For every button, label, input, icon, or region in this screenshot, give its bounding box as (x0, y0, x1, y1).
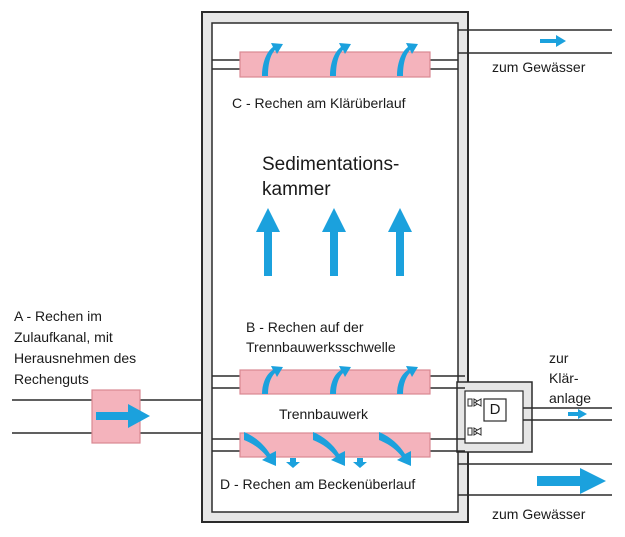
screen-b-label-line1: B - Rechen auf der (246, 319, 364, 335)
right-arrow-icon (540, 35, 566, 47)
outlet-bottom-label: zum Gewässer (492, 506, 586, 522)
plant-label-line3: anlage (549, 390, 592, 406)
outlet-top-label: zum Gewässer (492, 59, 586, 75)
throttle-chamber (456, 381, 533, 453)
up-arrow-icon (322, 208, 346, 276)
right-arrow-icon (96, 404, 150, 428)
screen-d-label: D - Rechen am Beckenüberlauf (220, 476, 416, 492)
curved-arrow-icon (313, 432, 345, 466)
up-arrow-icon (256, 208, 280, 276)
screen-a-label-line1: A - Rechen im (14, 308, 102, 324)
flow-arrows (96, 35, 606, 494)
curved-arrow-icon (262, 43, 283, 76)
valve-box (483, 398, 507, 422)
right-arrow-icon (537, 468, 606, 494)
curved-arrow-icon (397, 43, 418, 76)
chamber-label-line2: kammer (262, 179, 331, 200)
up-arrow-icon (388, 208, 412, 276)
right-arrow-icon (568, 409, 587, 419)
curved-arrow-icon (397, 366, 418, 394)
screen-a-label-line4: Rechenguts (14, 371, 89, 387)
curved-arrow-icon (379, 432, 411, 466)
curved-arrow-icon (244, 432, 276, 466)
separator-label: Trennbauwerk (279, 406, 368, 422)
valve-box-label: D (489, 401, 501, 418)
plant-label-line1: zur (549, 350, 569, 366)
curved-arrow-icon (262, 366, 283, 394)
down-arrow-icon (286, 458, 300, 468)
screen-a-label-line2: Zulaufkanal, mit (14, 329, 113, 345)
plant-label-line2: Klär- (549, 370, 579, 386)
curved-arrow-icon (330, 43, 351, 76)
screen-a-label-line3: Herausnehmen des (14, 350, 137, 366)
screen-c-label: C - Rechen am Klärüberlauf (232, 95, 406, 111)
valve-icon (467, 398, 482, 436)
chamber-label-line1: Sedimentations- (262, 154, 400, 175)
down-arrow-icon (353, 458, 367, 468)
curved-arrow-icon (330, 366, 351, 394)
screen-b-label-line2: Trennbauwerksschwelle (246, 339, 396, 355)
